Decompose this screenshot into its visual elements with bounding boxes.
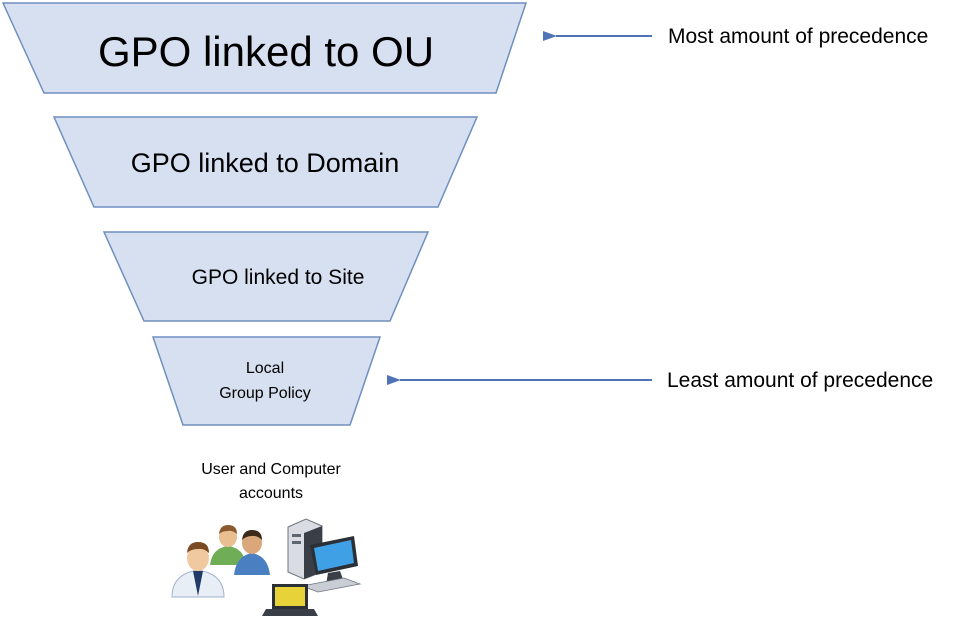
laptop-icon bbox=[262, 584, 318, 616]
tier-local: Local Group Policy bbox=[151, 336, 382, 426]
tier-ou-label: GPO linked to OU bbox=[98, 28, 434, 75]
tier-local-label-line2: Group Policy bbox=[219, 385, 311, 402]
accounts-caption-line2: accounts bbox=[239, 485, 303, 502]
tier-local-shape bbox=[151, 336, 382, 426]
least-precedence-label: Least amount of precedence bbox=[667, 369, 933, 392]
tier-local-label-line1: Local bbox=[246, 360, 284, 377]
tier-domain-shape bbox=[52, 116, 479, 208]
tier-site-shape bbox=[102, 231, 430, 322]
tier-ou-shape bbox=[1, 2, 528, 94]
most-precedence-label: Most amount of precedence bbox=[668, 25, 928, 48]
tier-site: GPO linked to Site bbox=[102, 231, 430, 322]
user-group-icon bbox=[210, 525, 270, 575]
tier-domain-label: GPO linked to Domain bbox=[131, 148, 400, 178]
tier-domain: GPO linked to Domain bbox=[52, 116, 479, 208]
tier-site-label: GPO linked to Site bbox=[192, 266, 365, 289]
tier-ou: GPO linked to OU bbox=[1, 2, 528, 94]
monitor-icon bbox=[300, 536, 362, 593]
user-icon bbox=[171, 542, 225, 598]
accounts-caption-line1: User and Computer bbox=[201, 461, 341, 478]
